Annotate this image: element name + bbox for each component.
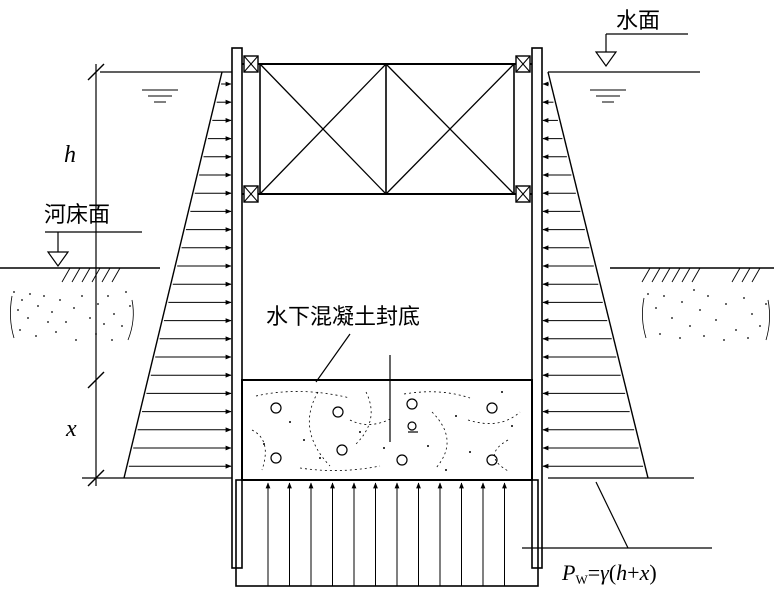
sheet-pile-right	[531, 47, 543, 569]
riverbed-surface-label: 河床面	[44, 203, 110, 228]
sheet-pile-left	[231, 47, 243, 569]
pressure-diagram-right	[542, 71, 649, 479]
riverbed-level-marker	[45, 231, 142, 268]
concrete-seal-label: 水下混凝土封底	[266, 305, 420, 330]
water-surface-label: 水面	[616, 9, 660, 34]
water-surface-right	[548, 71, 700, 103]
water-level-marker	[594, 33, 688, 68]
formula-leader	[522, 481, 712, 549]
pressure-formula: PW=γ(h+x)	[561, 560, 657, 587]
concrete-seal	[241, 355, 533, 481]
seal-leader-line	[315, 333, 351, 383]
water-surface-left	[100, 71, 232, 103]
pressure-diagram-left	[123, 71, 232, 479]
riverbed-left	[0, 267, 160, 341]
dimension-line	[87, 63, 105, 487]
depth-x-label: x	[65, 416, 77, 442]
uplift-pressure	[235, 479, 539, 587]
riverbed-right	[610, 267, 774, 341]
bracing-frame	[242, 55, 532, 203]
depth-h-label: h	[64, 142, 76, 168]
